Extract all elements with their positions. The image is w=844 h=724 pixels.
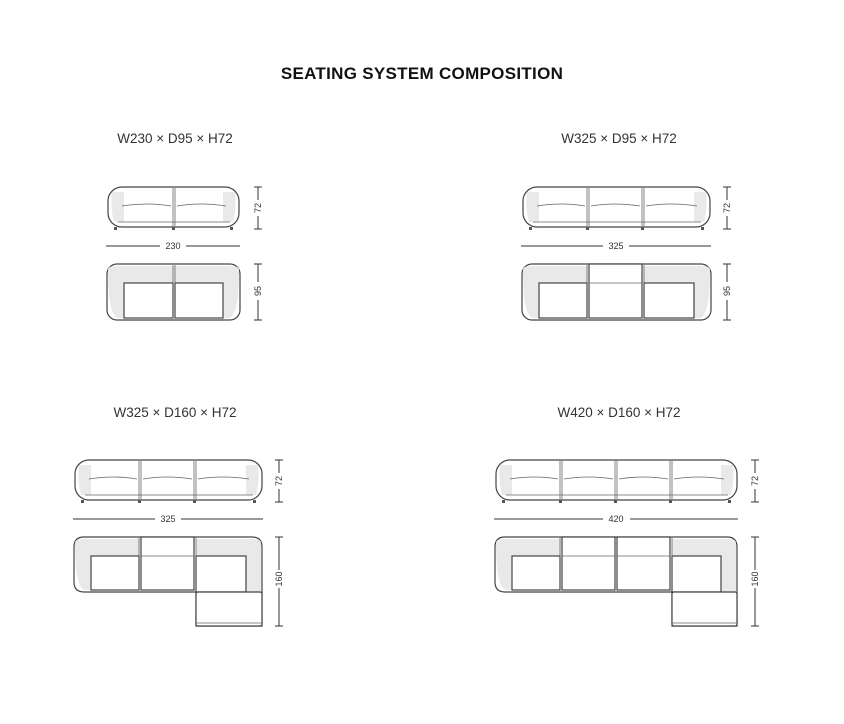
config-label-1: W230 × D95 × H72 <box>117 131 233 146</box>
depth-value-3: 160 <box>274 571 284 586</box>
width-value-1: 230 <box>165 241 180 251</box>
width-dimension-2: 325 <box>521 241 711 251</box>
sofa-front-view-3 <box>74 459 263 503</box>
depth-dimension-2: 95 <box>722 263 732 321</box>
sofa-top-view-3 <box>73 536 263 627</box>
width-value-4: 420 <box>608 514 623 524</box>
width-dimension-3: 325 <box>73 514 263 524</box>
height-value-2: 72 <box>722 203 732 213</box>
height-dimension-4: 72 <box>750 459 760 503</box>
sofa-front-view-2 <box>522 186 711 230</box>
height-dimension-2: 72 <box>722 186 732 230</box>
width-dimension-4: 420 <box>494 514 738 524</box>
depth-dimension-3: 160 <box>274 536 284 627</box>
sofa-top-view-1 <box>106 263 241 321</box>
config-label-3: W325 × D160 × H72 <box>113 405 237 420</box>
height-value-1: 72 <box>253 203 263 213</box>
depth-dimension-4: 160 <box>750 536 760 627</box>
height-value-3: 72 <box>274 476 284 486</box>
height-value-4: 72 <box>750 476 760 486</box>
depth-dimension-1: 95 <box>253 263 263 321</box>
depth-value-2: 95 <box>722 286 732 296</box>
config-label-4: W420 × D160 × H72 <box>557 405 681 420</box>
page-title: SEATING SYSTEM COMPOSITION <box>280 64 564 83</box>
config-label-2: W325 × D95 × H72 <box>561 131 677 146</box>
width-dimension-1: 230 <box>106 241 240 251</box>
depth-value-4: 160 <box>750 571 760 586</box>
sofa-top-view-4 <box>494 536 738 627</box>
sofa-top-view-2 <box>521 263 712 321</box>
height-dimension-3: 72 <box>274 459 284 503</box>
height-dimension-1: 72 <box>253 186 263 230</box>
width-value-2: 325 <box>608 241 623 251</box>
width-value-3: 325 <box>160 514 175 524</box>
sofa-front-view-4 <box>495 459 738 503</box>
sofa-front-view-1 <box>107 186 240 230</box>
depth-value-1: 95 <box>253 286 263 296</box>
